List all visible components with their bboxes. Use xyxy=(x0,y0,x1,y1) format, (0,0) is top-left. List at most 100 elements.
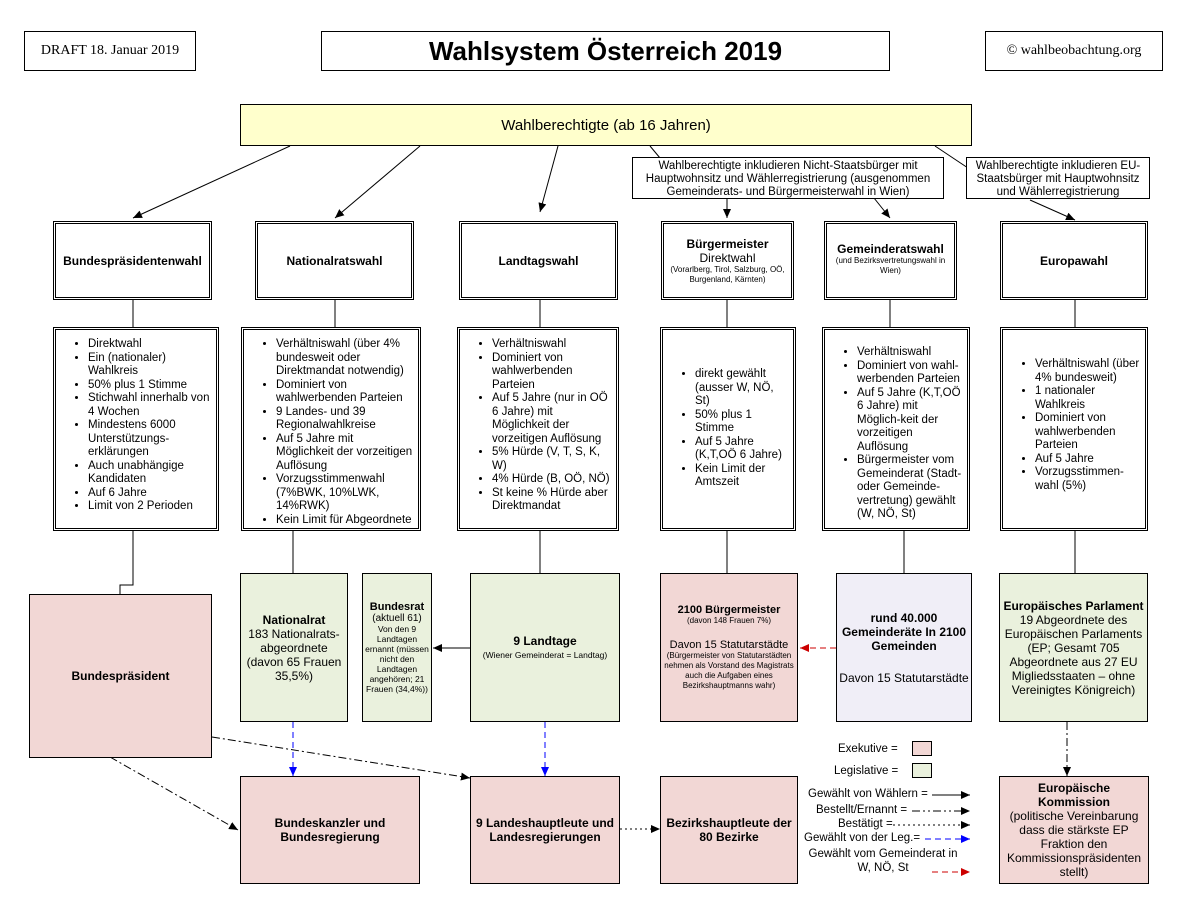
election-bundespraesident: Bundespräsidentenwahl xyxy=(53,221,223,311)
ep-title: Europäisches Parlament xyxy=(1003,598,1144,613)
detail-item: Verhältniswahl xyxy=(857,346,963,360)
detail-item: Direktwahl xyxy=(88,338,212,352)
body-europaeisches-parlament: Europäisches Parlament 19 Abgeordnete de… xyxy=(999,573,1148,722)
line-voters-note1 xyxy=(649,145,661,159)
election-bm-mid: Direktwahl xyxy=(699,250,756,265)
copyright-label: © wahlbeobachtung.org xyxy=(985,31,1163,71)
detail-item: Verhältniswahl xyxy=(492,338,612,352)
details-nationalrat: Verhältniswahl (über 4% bundesweit oder … xyxy=(241,327,432,542)
legend-appointed-label: Bestellt/Ernannt = xyxy=(816,804,908,816)
details-bundespraesident: DirektwahlEin (nationaler) Wahlkreis50% … xyxy=(53,327,230,542)
detail-item: Auf 5 Jahre mit Möglichkeit der vorzeiti… xyxy=(276,433,414,474)
buergermeister-small: (Bürgermeister von Statutarstädten nehme… xyxy=(664,651,794,690)
election-europa: Europawahl xyxy=(1000,221,1159,311)
legend-bycouncil-label: Gewählt vom Gemeinderat in W, NÖ, St xyxy=(808,848,958,874)
detail-item: Ein (nationaler) Wahlkreis xyxy=(88,352,212,379)
detail-item: Verhältniswahl (über 4% bundesweit) xyxy=(1035,358,1141,385)
election-gr-sub: (und Bezirksvertretungswahl in Wien) xyxy=(835,256,946,275)
detail-item: 50% plus 1 Stimme xyxy=(695,409,789,436)
buergermeister-mid: Davon 15 Statutarstädte xyxy=(669,639,789,651)
ep-text: 19 Abgeordnete des Europäischen Parlamen… xyxy=(1004,612,1143,697)
page-title: Wahlsystem Österreich 2019 xyxy=(321,31,890,71)
line-voters-note2 xyxy=(934,145,969,169)
body-europaeische-kommission: Europäische Kommission (politische Verei… xyxy=(999,776,1149,884)
body-nationalrat: Nationalrat 183 Nationalrats-abgeordnete… xyxy=(240,573,348,722)
bundesrat-title: Bundesrat xyxy=(369,601,425,613)
detail-item: Stichwahl innerhalb von 4 Wochen xyxy=(88,392,212,419)
election-bp-label: Bundespräsidentenwahl xyxy=(63,253,202,268)
body-bundesregierung: Bundeskanzler und Bundesregierung xyxy=(240,776,420,884)
election-nationalrat: Nationalratswahl xyxy=(255,221,425,311)
arrow-note-gr xyxy=(873,197,891,219)
election-lt-label: Landtagswahl xyxy=(498,253,579,268)
body-gemeinderaete: rund 40.000 Gemeinderäte In 2100 Gemeind… xyxy=(836,573,972,722)
arrow-note-eu xyxy=(1029,199,1076,221)
bundesrat-text: Von den 9 Landtagen ernannt (müssen nich… xyxy=(365,624,429,694)
detail-item: 4% Hürde (B, OÖ, NÖ) xyxy=(492,473,612,487)
detail-item: Auf 6 Jahre xyxy=(88,487,212,501)
detail-item: Dominiert von wahlwerbenden Parteien xyxy=(276,379,414,406)
draft-label: DRAFT 18. Januar 2019 xyxy=(24,31,196,71)
detail-item: Kein Limit der Amtszeit xyxy=(695,463,789,490)
detail-item: Auf 5 Jahre (K,T,OÖ 6 Jahre) xyxy=(695,436,789,463)
body-bundesrat: Bundesrat (aktuell 61) Von den 9 Landtag… xyxy=(362,573,432,722)
legend-executive-swatch xyxy=(912,741,932,756)
body-landtage: 9 Landtage (Wiener Gemeinderat = Landtag… xyxy=(470,573,620,722)
legend-executive-label: Exekutive = xyxy=(838,743,898,755)
detail-item: Dominiert von wahlwerbenden Parteien xyxy=(492,352,612,393)
body-bezirkshauptleute: Bezirkshauptleute der 80 Bezirke xyxy=(660,776,798,884)
detail-item: Mindestens 6000 Unterstützungs-erklärung… xyxy=(88,419,212,460)
ek-text: (politische Vereinbarung dass die stärks… xyxy=(1006,809,1142,879)
arrow-voters-nr xyxy=(334,145,421,219)
body-bundespraesident: Bundespräsident xyxy=(29,594,212,758)
detail-item: Vorzugsstimmenwahl (7%BWK, 10%LWK, 14%RW… xyxy=(276,473,414,514)
election-eu-label: Europawahl xyxy=(1039,253,1108,268)
detail-item: Dominiert von wahl-werbenden Parteien xyxy=(857,360,963,387)
body-buergermeister: 2100 Bürgermeister (davon 148 Frauen 7%)… xyxy=(660,573,798,722)
legend-legislative-swatch xyxy=(912,763,932,778)
detail-item: Auf 5 Jahre xyxy=(1035,453,1141,467)
detail-item: direkt gewählt (ausser W, NÖ, St) xyxy=(695,368,789,409)
note-eu-citizens: Wahlberechtigte inkludieren EU-Staatsbür… xyxy=(966,157,1150,199)
election-bm-title: Bürgermeister xyxy=(686,236,769,251)
detail-item: Auf 5 Jahre (nur in OÖ 6 Jahre) mit Mögl… xyxy=(492,392,612,446)
election-buergermeister: Bürgermeister Direktwahl (Vorarlberg, Ti… xyxy=(661,221,805,311)
election-gemeinderat: Gemeinderatswahl (und Bezirksvertretungs… xyxy=(824,221,968,311)
detail-item: Vorzugsstimmen-wahl (5%) xyxy=(1035,466,1141,493)
body-landesregierungen: 9 Landeshauptleute und Landesregierungen xyxy=(470,776,620,884)
buergermeister-sub: (davon 148 Frauen 7%) xyxy=(686,616,772,625)
details-buergermeister: direkt gewählt (ausser W, NÖ, St)50% plu… xyxy=(660,327,807,542)
election-gr-title: Gemeinderatswahl xyxy=(837,242,944,256)
legend-byleg-label: Gewählt von der Leg.= xyxy=(804,832,921,844)
detail-item: Limit von 2 Perioden xyxy=(88,500,212,514)
gemeinderaete-title: rund 40.000 Gemeinderäte In 2100 Gemeind… xyxy=(841,610,967,653)
detail-item: 5% Hürde (V, T, S, K, W) xyxy=(492,446,612,473)
nationalrat-title: Nationalrat xyxy=(262,612,326,627)
detail-item: Verhältniswahl (über 4% bundesweit oder … xyxy=(276,338,414,379)
detail-item: Bürgermeister vom Gemeinderat (Stadt- od… xyxy=(857,454,963,522)
election-landtag: Landtagswahl xyxy=(459,221,629,311)
landtage-sub: (Wiener Gemeinderat = Landtag) xyxy=(482,649,608,660)
landtage-title: 9 Landtage xyxy=(513,633,577,648)
legend-voters-label: Gewählt von Wählern = xyxy=(808,788,928,800)
detail-item: Auf 5 Jahre (K,T,OÖ 6 Jahre) mit Möglich… xyxy=(857,387,963,455)
detail-item: Kein Limit für Abgeordnete xyxy=(276,514,414,528)
election-bm-sub: (Vorarlberg, Tirol, Salzburg, OÖ, Burgen… xyxy=(670,264,785,284)
arrow-voters-bp xyxy=(132,145,291,219)
details-landtag: VerhältniswahlDominiert von wahlwerbende… xyxy=(457,327,630,542)
detail-item: Dominiert von wahlwerbenden Parteien xyxy=(1035,412,1141,453)
arrow-voters-lt xyxy=(538,145,559,213)
details-gemeinderat: VerhältniswahlDominiert von wahl-werbend… xyxy=(822,327,981,542)
legend-confirmed-label: Bestätigt = xyxy=(838,818,893,830)
nationalrat-text: 183 Nationalrats-abgeordnete (davon 65 F… xyxy=(246,626,342,683)
arrow-bp-bk xyxy=(109,756,239,831)
election-nr-label: Nationalratswahl xyxy=(286,253,383,268)
legend-legislative-label: Legislative = xyxy=(834,765,899,777)
buergermeister-title: 2100 Bürgermeister xyxy=(677,604,781,616)
detail-item: 50% plus 1 Stimme xyxy=(88,379,212,393)
detail-item: 1 nationaler Wahlkreis xyxy=(1035,385,1141,412)
gemeinderaete-text: Davon 15 Statutarstädte xyxy=(839,670,969,685)
detail-item: St keine % Hürde aber Direktmandat xyxy=(492,487,612,514)
bundesrat-sub: (aktuell 61) xyxy=(372,613,422,624)
